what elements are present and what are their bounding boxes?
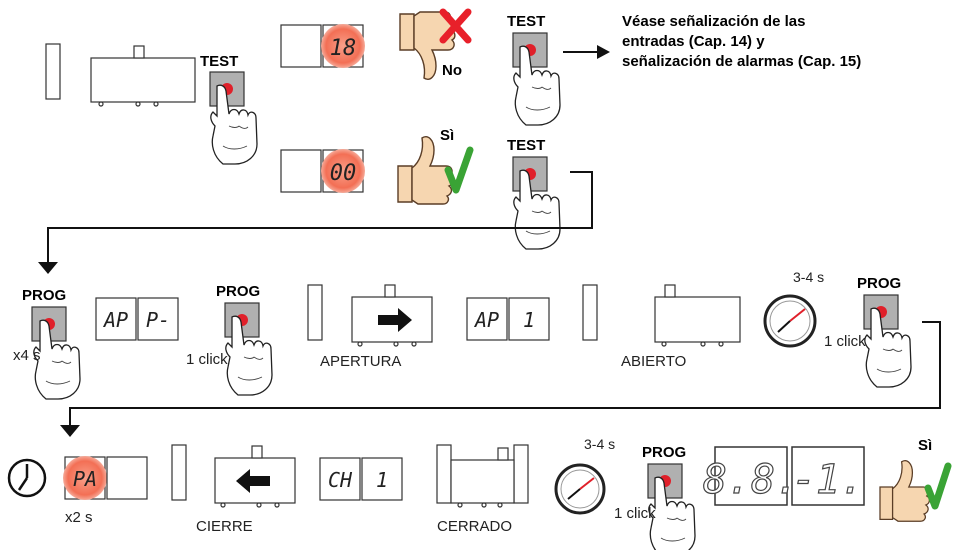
display-digit-frame	[466, 297, 508, 341]
click-label-1: 1 click	[186, 351, 228, 368]
hold-2s-label: x2 s	[65, 509, 93, 526]
stopwatch-icon	[554, 463, 606, 515]
hold-4s-label: x4 s	[13, 347, 41, 364]
apertura-label: APERTURA	[320, 353, 401, 370]
prog-label-1: PROG	[22, 287, 66, 304]
display-digit-frame	[361, 457, 403, 501]
arrow-right-icon	[378, 308, 412, 332]
si-label: Sì	[440, 127, 454, 144]
abierto-label: ABIERTO	[621, 353, 686, 370]
big-display-2	[791, 446, 865, 506]
gate-motor	[90, 45, 196, 107]
led-glow	[321, 24, 365, 68]
led-glow	[63, 456, 107, 500]
display-ap-2: AP	[473, 308, 499, 332]
click-label-2: 1 click	[824, 333, 866, 350]
display-digit-blank	[106, 456, 148, 500]
big-display-2-value: -1.	[792, 457, 864, 503]
flow-connector	[47, 171, 593, 262]
no-label: No	[442, 62, 462, 79]
gate-pillar	[171, 444, 187, 501]
note-line-2: entradas (Cap. 14) y	[622, 33, 765, 50]
gate-closed	[436, 444, 529, 508]
stopwatch-icon	[763, 294, 817, 348]
note-line-1: Véase señalización de las	[622, 13, 805, 30]
display-ok-code: 00	[330, 161, 357, 186]
display-one: 1	[523, 308, 535, 332]
clock-icon	[7, 458, 47, 498]
si-label-2: Sì	[918, 437, 932, 454]
cerrado-label: CERRADO	[437, 518, 512, 535]
gate-pillar	[582, 284, 598, 341]
prog-label-3: PROG	[857, 275, 901, 292]
click-label-3: 1 click	[614, 505, 656, 522]
display-digit-frame	[508, 297, 550, 341]
prog-label-4: PROG	[642, 444, 686, 461]
gate-pillar	[45, 43, 61, 100]
big-display-1-value: 8.8.	[703, 457, 799, 503]
cierre-label: CIERRE	[196, 518, 253, 535]
display-digit-frame	[137, 297, 179, 341]
display-one-2: 1	[376, 468, 388, 492]
prog-label-2: PROG	[216, 283, 260, 300]
gate-open	[654, 284, 741, 347]
display-digit-blank	[280, 149, 322, 193]
display-error-code: 18	[330, 36, 357, 61]
gate-pillar	[307, 284, 323, 341]
flow-connector	[69, 321, 941, 425]
display-pa: PA	[73, 467, 97, 491]
test-label-1: TEST	[200, 53, 238, 70]
display-ch: CH	[328, 468, 353, 492]
time-label-1: 3-4 s	[793, 269, 824, 285]
red-x-icon	[439, 8, 472, 44]
display-ap: AP	[102, 308, 128, 332]
green-check-icon	[924, 462, 952, 510]
led-glow	[321, 149, 365, 193]
thumbs-up-icon	[879, 460, 931, 522]
test-label-2: TEST	[507, 13, 545, 30]
flow-arrow-head	[38, 262, 58, 274]
green-check-icon	[444, 146, 474, 194]
arrow-left-icon	[236, 469, 270, 493]
display-digit-blank	[280, 24, 322, 68]
time-label-2: 3-4 s	[584, 436, 615, 452]
flow-arrow-head	[60, 425, 80, 437]
display-digit-frame	[319, 457, 361, 501]
arrow-head	[597, 45, 610, 59]
test-label-3: TEST	[507, 137, 545, 154]
big-display-1	[714, 446, 788, 506]
display-p: P-	[146, 308, 170, 332]
display-digit-frame	[95, 297, 137, 341]
note-line-3: señalización de alarmas (Cap. 15)	[622, 53, 861, 70]
